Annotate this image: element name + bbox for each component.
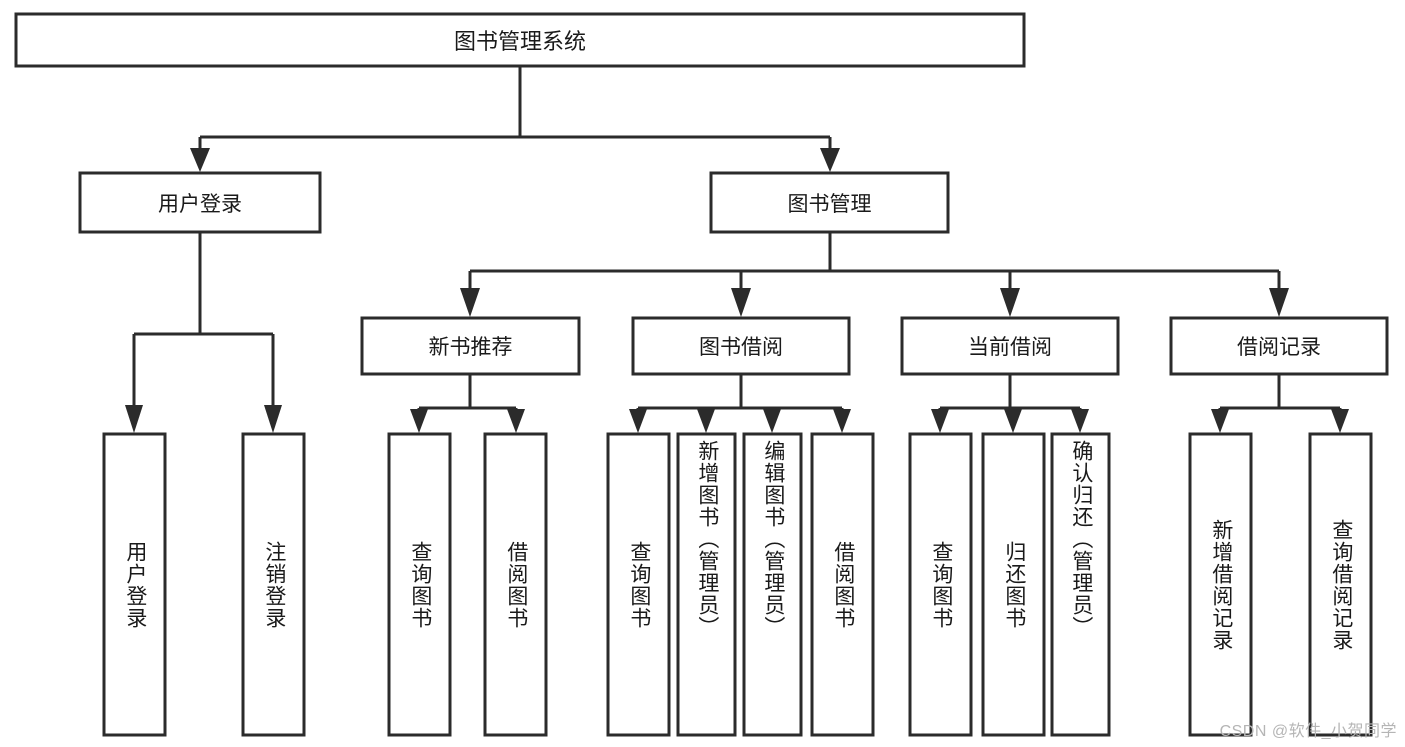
connector-group-book-borrow — [629, 374, 851, 433]
node-box-new-book-rec[interactable] — [360, 316, 581, 376]
connector-group-root — [190, 66, 840, 172]
arrowhead-leaf-borrow-book-1 — [507, 409, 525, 433]
node-box-leaf-borrow-book-2[interactable] — [810, 432, 875, 737]
node-box-leaf-borrow-book-1[interactable] — [483, 432, 548, 737]
arrowhead-leaf-confirm-return — [1071, 409, 1089, 433]
node-rects — [14, 12, 1389, 737]
node-box-leaf-confirm-return[interactable] — [1050, 432, 1111, 737]
arrowhead-leaf-edit-book — [763, 409, 781, 433]
arrowhead-leaf-user-login — [125, 405, 143, 433]
node-box-leaf-edit-book[interactable] — [742, 432, 803, 737]
connector-group-book-manage — [460, 232, 1289, 317]
arrowhead-leaf-query-book-1 — [410, 409, 428, 433]
node-box-leaf-user-login[interactable] — [102, 432, 167, 737]
arrowhead-leaf-logout — [264, 405, 282, 433]
node-box-leaf-query-book-1[interactable] — [387, 432, 452, 737]
node-box-leaf-query-book-3[interactable] — [908, 432, 973, 737]
arrowhead-leaf-query-book-3 — [931, 409, 949, 433]
node-box-leaf-query-record[interactable] — [1308, 432, 1373, 737]
arrowhead-leaf-add-record — [1211, 409, 1229, 433]
watermark-text: CSDN @软件_小贺同学 — [1219, 723, 1397, 740]
arrowhead-user-login — [190, 148, 210, 172]
connector-group-current-borrow — [931, 374, 1089, 433]
node-box-root[interactable] — [14, 12, 1026, 68]
node-box-leaf-query-book-2[interactable] — [606, 432, 671, 737]
arrowhead-book-borrow — [731, 288, 751, 317]
arrowhead-book-manage — [820, 148, 840, 172]
arrowhead-leaf-query-book-2 — [629, 409, 647, 433]
node-box-book-manage[interactable] — [709, 171, 950, 234]
node-box-leaf-logout[interactable] — [241, 432, 306, 737]
arrowhead-leaf-return-book — [1004, 409, 1022, 433]
node-box-leaf-add-record[interactable] — [1188, 432, 1253, 737]
connector-group-new-book-rec — [410, 374, 525, 433]
arrowhead-leaf-borrow-book-2 — [833, 409, 851, 433]
node-box-current-borrow[interactable] — [900, 316, 1120, 376]
node-box-leaf-add-book[interactable] — [676, 432, 737, 737]
arrowhead-current-borrow — [1000, 288, 1020, 317]
arrowhead-leaf-add-book — [697, 409, 715, 433]
connector-group-borrow-record — [1211, 374, 1349, 433]
node-box-user-login[interactable] — [78, 171, 322, 234]
node-box-book-borrow[interactable] — [631, 316, 851, 376]
node-box-borrow-record[interactable] — [1169, 316, 1389, 376]
arrowhead-leaf-query-record — [1331, 409, 1349, 433]
node-box-leaf-return-book[interactable] — [981, 432, 1046, 737]
arrowhead-borrow-record — [1269, 288, 1289, 317]
arrowhead-new-book-rec — [460, 288, 480, 317]
connector-group-user-login — [125, 232, 282, 433]
